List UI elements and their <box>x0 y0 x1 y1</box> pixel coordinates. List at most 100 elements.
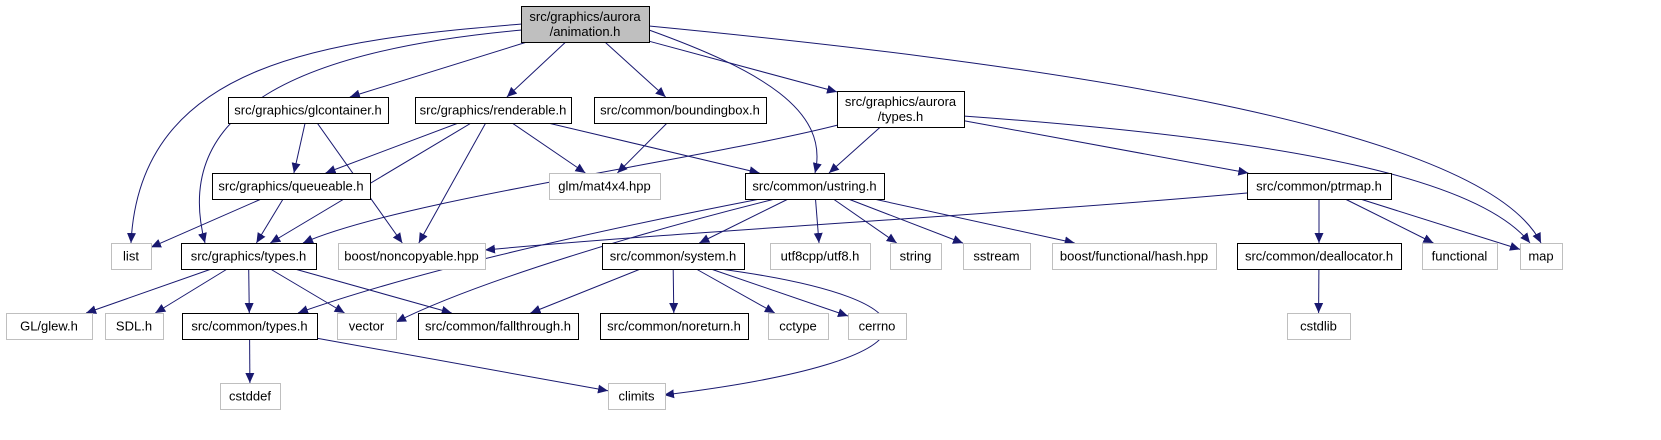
node-utf8[interactable]: utf8cpp/utf8.h <box>770 243 871 270</box>
node-label-map: map <box>1528 249 1553 264</box>
node-label-list: list <box>123 249 139 264</box>
node-functional[interactable]: functional <box>1422 243 1498 270</box>
node-label-fallthrough: src/common/fallthrough.h <box>425 319 571 334</box>
node-boundingbox[interactable]: src/common/boundingbox.h <box>594 97 767 124</box>
edge-ptrmap-to-map <box>1360 198 1521 251</box>
node-box-sstream <box>963 243 1031 270</box>
node-label-deallocator: src/common/deallocator.h <box>1245 249 1393 264</box>
node-label-hash: boost/functional/hash.hpp <box>1060 249 1208 264</box>
node-gtypes[interactable]: src/graphics/types.h <box>181 243 317 270</box>
node-label-noreturn: src/common/noreturn.h <box>607 319 741 334</box>
node-box-ustring <box>745 173 885 200</box>
node-box-sdl <box>105 313 164 340</box>
node-box-glcontainer <box>228 97 389 124</box>
edge-gtypes-to-fallthrough <box>294 268 452 315</box>
node-glew[interactable]: GL/glew.h <box>6 313 93 340</box>
node-box-system <box>602 243 745 270</box>
edge-ustring-to-ctypes <box>297 198 761 314</box>
node-cstdlib[interactable]: cstdlib <box>1287 313 1351 340</box>
node-ptrmap[interactable]: src/common/ptrmap.h <box>1247 173 1392 200</box>
node-box-fallthrough <box>418 313 579 340</box>
node-box-vector <box>337 313 397 340</box>
node-label-auroratypes-line-1: src/graphics/aurora <box>845 94 957 109</box>
node-box-renderable <box>415 97 572 124</box>
node-map[interactable]: map <box>1520 243 1563 270</box>
node-sstream[interactable]: sstream <box>963 243 1031 270</box>
node-box-root <box>521 6 650 43</box>
edge-ustring-to-sstream <box>848 198 964 244</box>
node-label-root-line-1: src/graphics/aurora <box>529 9 641 24</box>
edge-root-to-map <box>648 25 1542 244</box>
node-label-glew: GL/glew.h <box>20 319 78 334</box>
edge-ustring-to-utf8 <box>813 198 823 244</box>
node-box-glew <box>6 313 93 340</box>
node-noreturn[interactable]: src/common/noreturn.h <box>600 313 749 340</box>
edge-ustring-to-system <box>699 198 789 244</box>
node-cerrno[interactable]: cerrno <box>848 313 907 340</box>
edge-auroratypes-to-ustring <box>828 126 881 174</box>
edge-queueable-to-gtypes <box>255 198 284 244</box>
node-vector[interactable]: vector <box>337 313 397 340</box>
node-box-functional <box>1422 243 1498 270</box>
edge-gtypes-to-glew <box>85 268 212 314</box>
edge-ustring-to-vector <box>395 198 776 323</box>
edge-system-to-cctype <box>695 268 776 314</box>
edge-system-to-cerrno <box>710 268 849 318</box>
node-label-climits: climits <box>618 389 655 404</box>
node-sdl[interactable]: SDL.h <box>105 313 164 340</box>
node-renderable[interactable]: src/graphics/renderable.h <box>415 97 572 124</box>
node-list[interactable]: list <box>111 243 152 270</box>
node-box-cstdlib <box>1287 313 1351 340</box>
node-label-renderable: src/graphics/renderable.h <box>420 103 567 118</box>
node-fallthrough[interactable]: src/common/fallthrough.h <box>418 313 579 340</box>
node-system[interactable]: src/common/system.h <box>602 243 745 270</box>
node-deallocator[interactable]: src/common/deallocator.h <box>1237 243 1402 270</box>
node-label-sstream: sstream <box>973 249 1019 264</box>
edge-auroratypes-to-map <box>962 115 1531 244</box>
edge-ptrmap-to-noncopyable <box>484 192 1248 254</box>
node-label-utf8: utf8cpp/utf8.h <box>781 249 860 264</box>
edge-root-to-boundingbox <box>604 41 666 98</box>
edge-glcontainer-to-queueable <box>291 122 306 174</box>
node-glcontainer[interactable]: src/graphics/glcontainer.h <box>228 97 389 124</box>
node-label-system: src/common/system.h <box>610 249 736 264</box>
edge-renderable-to-mat4x4 <box>511 122 586 174</box>
node-box-ptrmap <box>1247 173 1392 200</box>
node-label-noncopyable: boost/noncopyable.hpp <box>344 249 478 264</box>
node-auroratypes[interactable]: src/graphics/aurora/types.h <box>837 91 965 128</box>
node-box-climits <box>608 383 666 410</box>
node-label-string: string <box>900 249 932 264</box>
node-cstddef[interactable]: cstddef <box>220 383 281 410</box>
node-queueable[interactable]: src/graphics/queueable.h <box>212 173 371 200</box>
edge-root-to-gtypes <box>198 29 523 244</box>
node-box-boundingbox <box>594 97 767 124</box>
node-label-boundingbox: src/common/boundingbox.h <box>600 103 760 118</box>
edge-ustring-to-string <box>833 198 897 244</box>
node-label-auroratypes-line-2: /types.h <box>878 109 924 124</box>
edge-renderable-to-noncopyable <box>418 122 487 244</box>
node-ustring[interactable]: src/common/ustring.h <box>745 173 885 200</box>
node-label-vector: vector <box>349 319 385 334</box>
edge-ptrmap-to-functional <box>1344 198 1434 244</box>
node-mat4x4[interactable]: glm/mat4x4.hpp <box>549 173 661 200</box>
node-ctypes[interactable]: src/common/types.h <box>182 313 318 340</box>
node-label-cstddef: cstddef <box>229 389 271 404</box>
edge-ustring-to-hash <box>873 198 1075 246</box>
edge-gtypes-to-ctypes <box>244 268 254 314</box>
edge-root-to-auroratypes <box>648 40 838 94</box>
node-root[interactable]: src/graphics/aurora/animation.h <box>521 6 650 43</box>
node-box-cctype <box>768 313 829 340</box>
nodes-layer: src/graphics/aurora/animation.hsrc/graph… <box>6 6 1563 410</box>
node-cctype[interactable]: cctype <box>768 313 829 340</box>
node-noncopyable[interactable]: boost/noncopyable.hpp <box>338 243 486 270</box>
node-string[interactable]: string <box>890 243 942 270</box>
node-hash[interactable]: boost/functional/hash.hpp <box>1052 243 1217 270</box>
node-box-mat4x4 <box>549 173 661 200</box>
node-label-glcontainer: src/graphics/glcontainer.h <box>234 103 381 118</box>
edge-root-to-ustring <box>648 29 822 174</box>
node-label-sdl: SDL.h <box>116 319 152 334</box>
node-label-queueable: src/graphics/queueable.h <box>218 179 363 194</box>
edge-root-to-glcontainer <box>349 41 528 99</box>
node-climits[interactable]: climits <box>608 383 666 410</box>
